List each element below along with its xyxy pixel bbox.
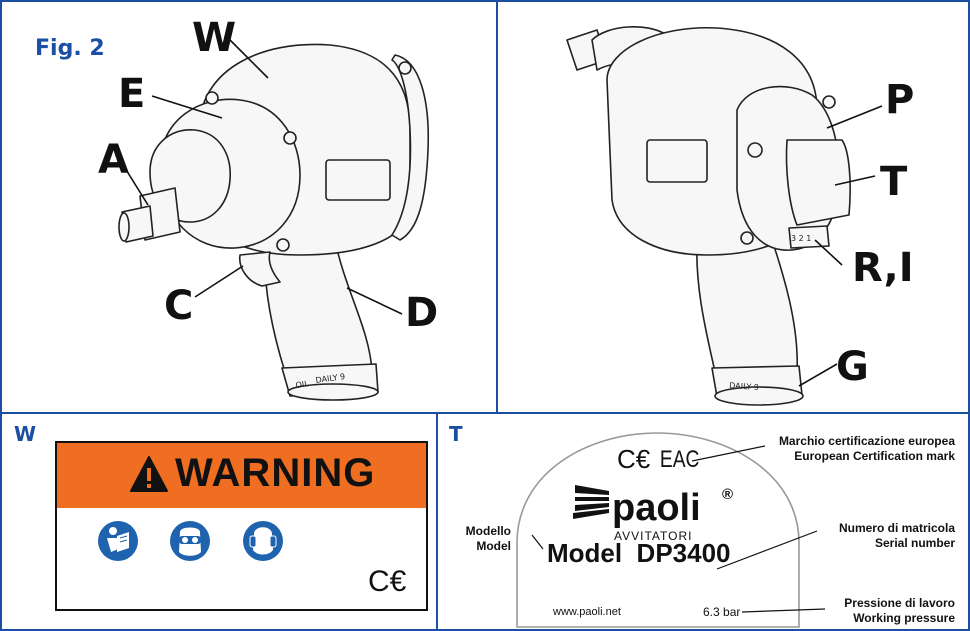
warning-word: WARNING	[175, 451, 376, 495]
model-label-en: Model	[476, 539, 511, 553]
warning-band: WARNING	[57, 443, 426, 508]
ear-protection-icon	[243, 521, 283, 561]
plate-ce-mark: C€	[617, 444, 651, 474]
pressure-label-it: Pressione di lavoro	[844, 596, 955, 610]
label-w: W	[192, 15, 237, 61]
label-g: G	[836, 344, 869, 390]
plate-brand: paoli	[612, 487, 701, 529]
tool-rear-drawing: 3 2 1 DAILY 9	[566, 26, 883, 406]
panel-letter-w: W	[14, 422, 37, 446]
rear-handle-text: DAILY 9	[729, 381, 759, 392]
front-handle-oil-text: OIL	[295, 379, 310, 390]
certification-label: Marchio certificazione europea European …	[760, 434, 955, 464]
plate-pressure: 6.3 bar	[703, 605, 741, 619]
pressure-label-en: Working pressure	[853, 611, 955, 625]
plate-brand-sub: AVVITATORI	[614, 529, 693, 543]
read-manual-icon	[98, 521, 138, 561]
plate-eac-mark: EAC	[659, 446, 700, 473]
model-label-it: Modello	[465, 524, 511, 538]
label-c: C	[164, 283, 194, 329]
certification-label-it: Marchio certificazione europea	[778, 434, 955, 448]
label-r-i: R,I	[852, 245, 914, 291]
plate-website: www.paoli.net	[553, 606, 621, 618]
pressure-label: Pressione di lavoro Working pressure	[800, 596, 955, 626]
rear-dial-text: 3 2 1	[791, 234, 811, 243]
serial-label-en: Serial number	[874, 536, 955, 550]
label-t: T	[880, 159, 908, 205]
plate-brand-registered: ®	[722, 486, 734, 503]
label-e: E	[118, 71, 146, 117]
plate-model-line: Model DP3400	[547, 538, 731, 568]
warning-triangle-icon	[130, 456, 168, 492]
label-a: A	[98, 137, 129, 183]
label-p: P	[885, 77, 915, 123]
serial-label-it: Numero di matricola	[838, 521, 955, 535]
eye-protection-icon	[170, 521, 210, 561]
front-handle-text: DAILY 9	[315, 372, 346, 385]
label-d: D	[405, 290, 439, 336]
panel-letter-t: T	[449, 422, 463, 446]
tool-front-drawing: DAILY 9 OIL	[118, 39, 430, 401]
warning-ce-mark: C€	[368, 565, 407, 598]
model-label: Modello Model	[445, 524, 511, 554]
serial-label: Numero di matricola Serial number	[790, 521, 955, 551]
identification-plate	[516, 432, 826, 628]
warning-label: WARNING	[55, 441, 428, 611]
certification-label-en: European Certification mark	[794, 449, 955, 463]
figure-label: Fig. 2	[35, 36, 105, 61]
